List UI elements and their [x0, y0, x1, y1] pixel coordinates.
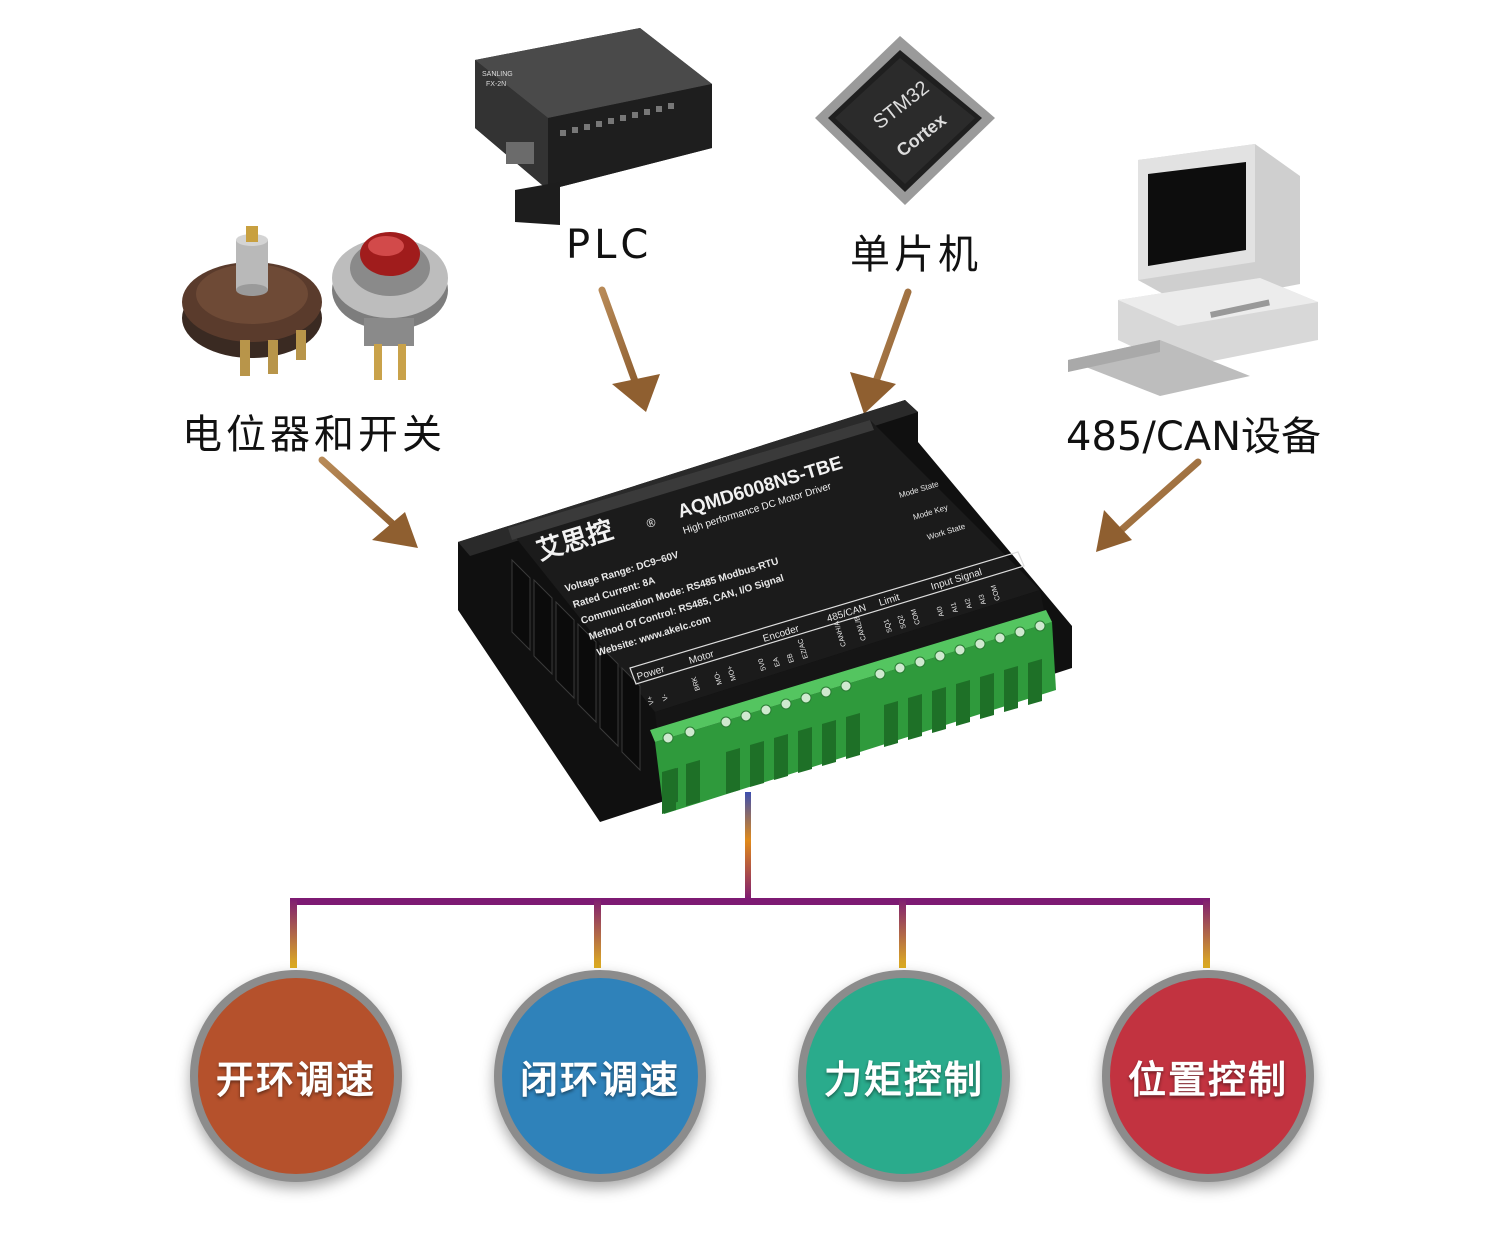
plc-brand: SANLING — [482, 71, 513, 78]
label-bus-device: 485/CAN设备 — [1066, 414, 1322, 460]
pin-ai0: AI0 — [936, 605, 946, 617]
pin-ai2: AI2 — [964, 597, 974, 609]
terminal-blocks — [650, 610, 1056, 814]
tree-drop-2 — [594, 898, 601, 968]
mode-torque: 力矩控制 — [798, 970, 1010, 1182]
arrow-head-pot — [372, 512, 418, 548]
pin-ai1: AI1 — [950, 601, 960, 613]
tree-stem — [745, 792, 751, 900]
arrow-head-bus — [1096, 510, 1132, 552]
label-pot-switch: 电位器和开关 — [182, 412, 446, 458]
label-mcu: 单片机 — [850, 232, 982, 278]
potentiometer-icon — [182, 226, 322, 376]
pin-5v0: 5V0 — [758, 657, 768, 671]
pin-brk: BRK — [691, 675, 702, 691]
driver-brand-mark: ® — [645, 515, 658, 531]
mcu-chip-icon: STM32 Cortex — [815, 36, 995, 205]
mode-position: 位置控制 — [1102, 970, 1314, 1182]
motor-driver: 艾思控 ® AQMD6008NS-TBE High performance DC… — [458, 400, 1072, 822]
plc-icon: SANLING FX-2N — [475, 28, 712, 225]
pin-mo-minus: MO- — [713, 670, 724, 686]
tree-drop-3 — [899, 898, 906, 968]
arrow-pot-to-driver — [318, 456, 409, 539]
arrow-bus-to-driver — [1106, 458, 1202, 544]
pin-eb: EB — [786, 652, 796, 663]
pin-ai3: AI3 — [978, 593, 988, 605]
pin-input-com: COM — [990, 584, 1002, 602]
arrow-plc-to-driver — [598, 286, 644, 399]
tree-bar — [292, 898, 1210, 905]
pin-sq2: SQ2 — [897, 614, 908, 630]
pin-limit-com: COM — [910, 608, 922, 626]
computer-icon — [1068, 144, 1318, 396]
pin-sq1: SQ1 — [883, 618, 894, 634]
pin-v-plus: V+ — [647, 695, 656, 705]
mode-open-loop-label: 开环调速 — [215, 1057, 376, 1102]
mode-position-label: 位置控制 — [1127, 1057, 1288, 1102]
tree-drop-1 — [290, 898, 297, 968]
plc-model: FX-2N — [486, 81, 506, 88]
mode-open-loop: 开环调速 — [190, 970, 402, 1182]
arrow-head-mcu — [850, 372, 896, 414]
pin-ea: EA — [772, 656, 782, 667]
arrow-head-plc — [612, 374, 660, 412]
mode-closed-loop: 闭环调速 — [494, 970, 706, 1182]
label-plc: PLC — [566, 222, 653, 268]
arrow-heads — [372, 372, 1132, 552]
pin-v-minus: V- — [661, 692, 670, 701]
mode-closed-loop-label: 闭环调速 — [519, 1057, 680, 1102]
mode-torque-label: 力矩控制 — [823, 1057, 984, 1102]
pin-mo-plus: MO+ — [727, 665, 738, 682]
output-tree — [290, 792, 1210, 968]
tree-drop-4 — [1203, 898, 1210, 968]
push-button-icon — [332, 232, 448, 380]
